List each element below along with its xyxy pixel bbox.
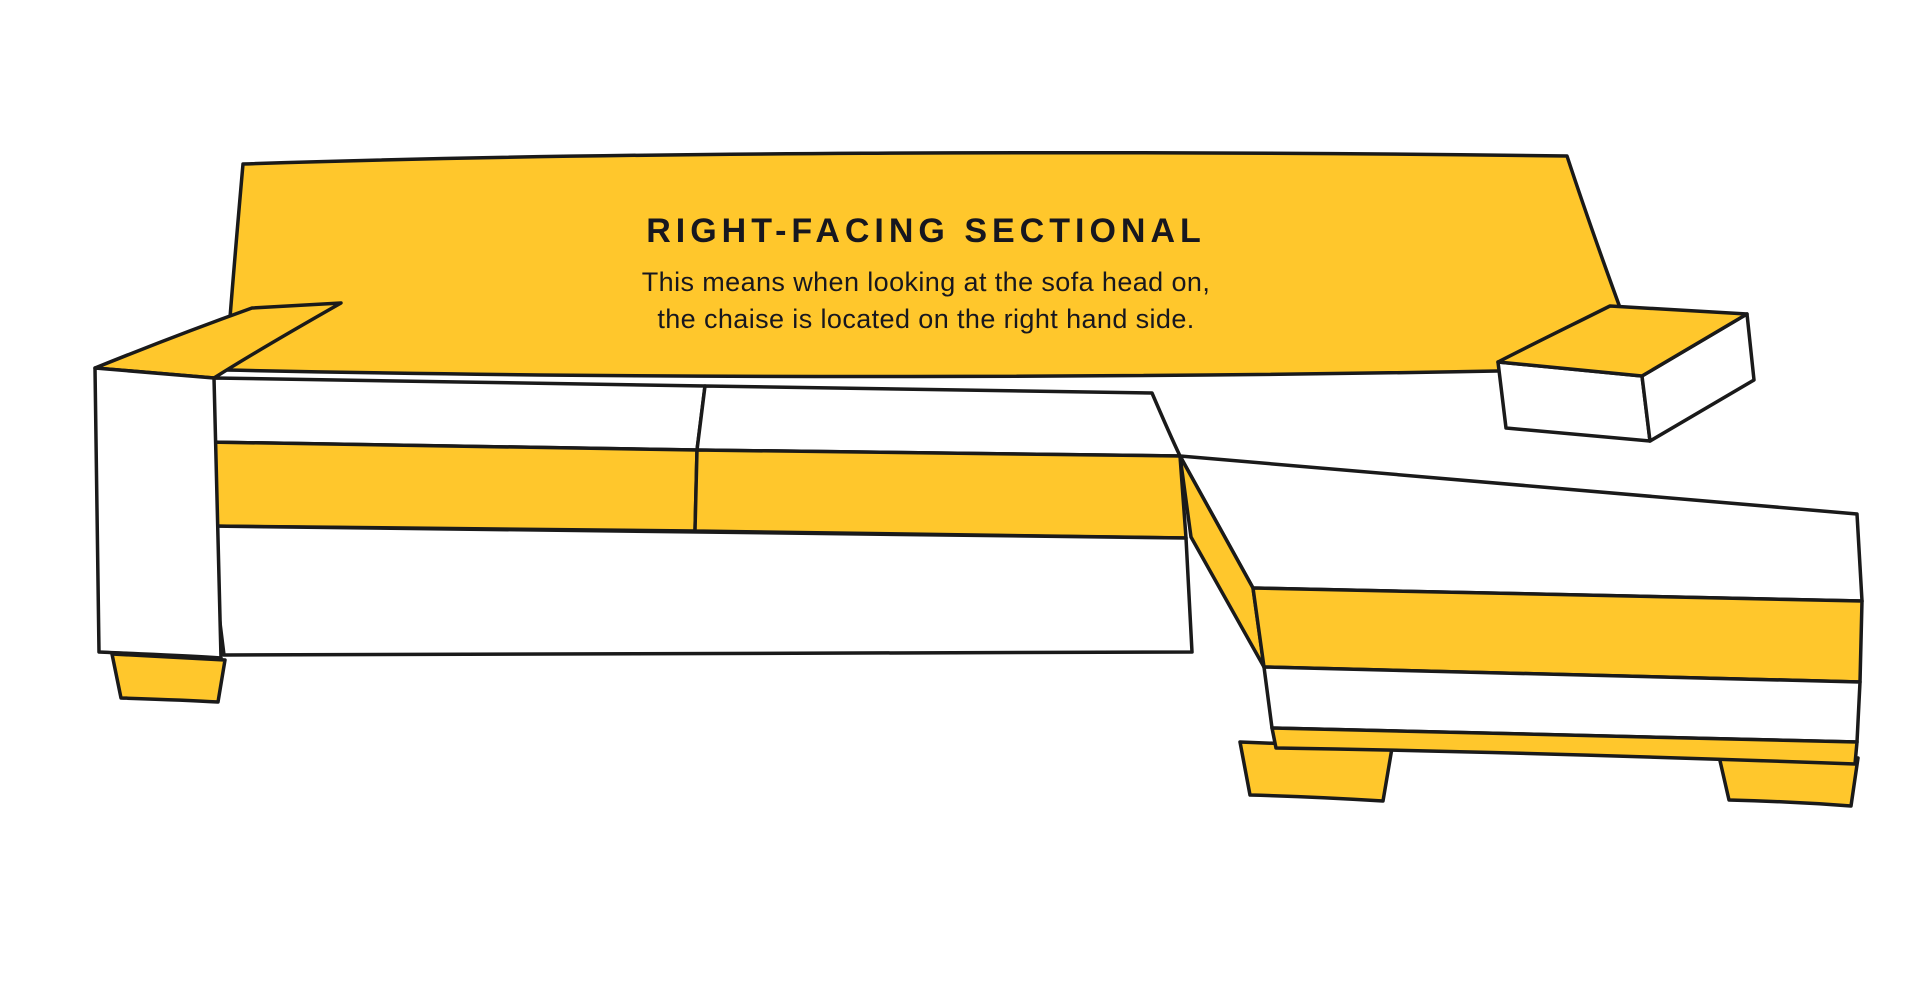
chaise-foot-left xyxy=(1238,740,1394,803)
sofa-base xyxy=(206,524,1194,657)
seat-cushion-middle-top xyxy=(695,384,1182,458)
seat-cushion-left-front xyxy=(203,440,699,533)
seat-cushion-left-top xyxy=(203,376,707,452)
seat-cushion-middle-front xyxy=(693,448,1188,540)
chaise-foot-right xyxy=(1716,750,1860,808)
left-foot xyxy=(110,652,227,704)
left-armrest-front xyxy=(93,366,223,660)
sofa-backrest xyxy=(224,150,1644,379)
chaise-bottom-rail xyxy=(1270,726,1859,766)
chaise-top xyxy=(1178,454,1864,603)
right-armrest-top xyxy=(1496,304,1749,378)
left-armrest-top xyxy=(93,301,343,380)
